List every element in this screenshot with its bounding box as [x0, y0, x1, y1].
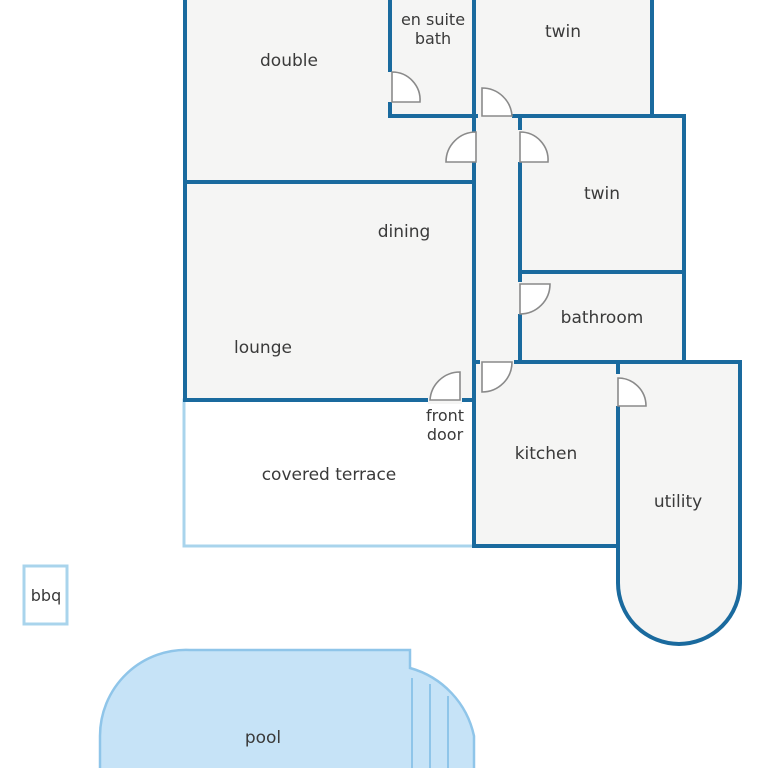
label-lounge: lounge [234, 338, 292, 358]
label-en-suite-1: en suite [401, 10, 465, 29]
label-bbq: bbq [31, 586, 61, 605]
label-bathroom: bathroom [561, 308, 644, 328]
label-covered-terrace: covered terrace [262, 465, 397, 485]
room-lounge-dining [183, 180, 476, 402]
door-twin-top [481, 87, 513, 117]
room-twin-right [518, 114, 686, 274]
label-dining: dining [378, 222, 431, 242]
label-utility: utility [654, 492, 702, 512]
door-bathroom [519, 283, 551, 315]
door-utility [617, 377, 647, 407]
covered-terrace-area [182, 398, 478, 548]
door-twin-right [519, 131, 549, 163]
label-twin-right: twin [584, 184, 620, 204]
label-front-door-2: door [427, 425, 464, 444]
label-kitchen: kitchen [515, 444, 578, 464]
room-kitchen [472, 360, 620, 548]
room-utility [616, 360, 742, 646]
front-door-leaf [429, 371, 461, 401]
pool-shape [98, 648, 476, 768]
door-double [445, 131, 477, 163]
label-pool: pool [245, 728, 281, 748]
hallway-corridor [476, 118, 518, 360]
door-en-suite [391, 71, 421, 103]
label-front-door-1: front [426, 406, 464, 425]
door-kitchen [481, 361, 513, 393]
label-double: double [260, 51, 318, 71]
bbq-area [22, 564, 69, 626]
label-en-suite-2: bath [415, 29, 451, 48]
label-twin-top: twin [545, 22, 581, 42]
